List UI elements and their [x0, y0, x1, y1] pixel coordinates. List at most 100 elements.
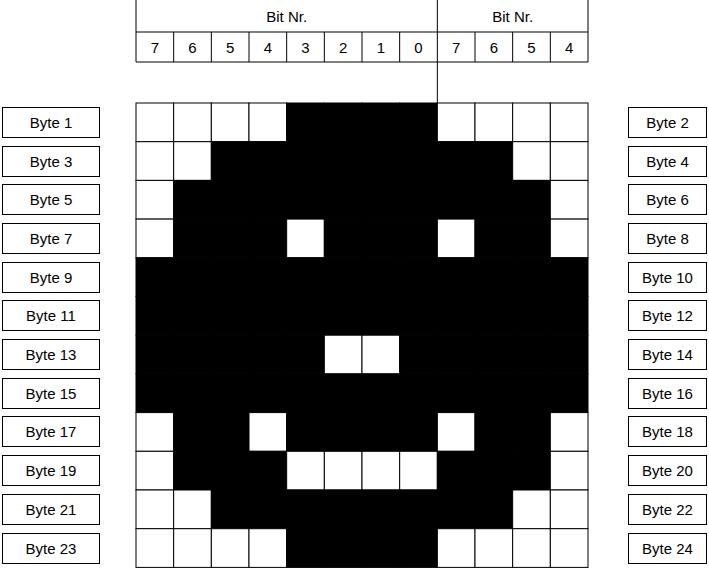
byte-label: Byte 20: [642, 463, 693, 478]
pixel-cell: [362, 529, 400, 568]
bit-number: 6: [188, 40, 196, 55]
pixel-cell: [513, 103, 551, 142]
byte-label-box: Byte 20: [628, 455, 707, 486]
pixel-cell: [324, 451, 362, 490]
pixel-cell: [400, 103, 438, 142]
pixel-cell: [211, 180, 249, 219]
pixel-cell: [174, 413, 212, 452]
pixel-cell: [249, 451, 287, 490]
byte-label-box: Byte 18: [628, 416, 707, 447]
byte-label: Byte 1: [30, 115, 73, 130]
pixel-cell: [437, 413, 475, 452]
header-line: [512, 32, 513, 62]
pixel-cell: [362, 142, 400, 181]
header-line: [249, 32, 250, 62]
pixel-cell: [437, 103, 475, 142]
pixel-cell: [287, 258, 325, 297]
bit-number: 5: [527, 40, 535, 55]
pixel-cell: [362, 490, 400, 529]
pixel-cell: [475, 490, 513, 529]
byte-label: Byte 19: [26, 463, 77, 478]
byte-label-box: Byte 21: [2, 494, 100, 525]
pixel-cell: [324, 529, 362, 568]
pixel-cell: [475, 413, 513, 452]
pixel-cell: [513, 335, 551, 374]
pixel-cell: [211, 103, 249, 142]
byte-label-box: Byte 4: [628, 146, 707, 177]
pixel-cell: [287, 490, 325, 529]
pixel-cell: [324, 142, 362, 181]
pixel-cell: [211, 258, 249, 297]
pixel-cell: [513, 297, 551, 336]
byte-label: Byte 8: [646, 231, 689, 246]
pixel-cell: [437, 529, 475, 568]
header-line: [437, 0, 438, 103]
pixel-cell: [211, 297, 249, 336]
byte-label-box: Byte 11: [2, 300, 100, 331]
pixel-cell: [550, 490, 588, 529]
byte-label: Byte 12: [642, 308, 693, 323]
pixel-cell: [362, 219, 400, 258]
pixel-cell: [362, 451, 400, 490]
pixel-cell: [249, 374, 287, 413]
pixel-cell: [437, 335, 475, 374]
byte-label-box: Byte 6: [628, 184, 707, 215]
byte-label: Byte 16: [642, 386, 693, 401]
pixel-cell: [475, 335, 513, 374]
pixel-cell: [324, 180, 362, 219]
pixel-cell: [174, 180, 212, 219]
byte-label: Byte 5: [30, 192, 73, 207]
pixel-cell: [513, 180, 551, 219]
pixel-cell: [174, 529, 212, 568]
pixel-cell: [211, 219, 249, 258]
pixel-cell: [400, 490, 438, 529]
byte-label: Byte 14: [642, 347, 693, 362]
header-line: [362, 32, 363, 62]
byte-label: Byte 13: [26, 347, 77, 362]
byte-label: Byte 9: [30, 270, 73, 285]
pixel-cell: [249, 180, 287, 219]
pixel-cell: [211, 529, 249, 568]
pixel-cell: [475, 374, 513, 413]
pixel-cell: [287, 374, 325, 413]
byte-label-box: Byte 24: [628, 533, 707, 564]
pixel-cell: [400, 335, 438, 374]
byte-label: Byte 24: [642, 541, 693, 556]
pixel-cell: [136, 297, 174, 336]
pixel-cell: [287, 180, 325, 219]
byte-label-box: Byte 16: [628, 378, 707, 409]
pixel-cell: [249, 258, 287, 297]
byte-label: Byte 2: [646, 115, 689, 130]
header-title: Bit Nr.: [266, 9, 307, 24]
pixel-cell: [513, 374, 551, 413]
pixel-cell: [550, 103, 588, 142]
pixel-cell: [136, 529, 174, 568]
bit-number: 7: [151, 40, 159, 55]
pixel-cell: [362, 180, 400, 219]
pixel-cell: [211, 142, 249, 181]
pixel-cell: [550, 297, 588, 336]
byte-label-box: Byte 17: [2, 416, 100, 447]
header-line: [136, 0, 137, 62]
byte-label: Byte 22: [642, 502, 693, 517]
byte-label-box: Byte 19: [2, 455, 100, 486]
pixel-cell: [513, 413, 551, 452]
bit-number: 6: [490, 40, 498, 55]
pixel-cell: [287, 219, 325, 258]
pixel-cell: [550, 142, 588, 181]
pixel-cell: [211, 374, 249, 413]
pixel-cell: [475, 180, 513, 219]
pixel-cell: [136, 219, 174, 258]
bit-number: 3: [301, 40, 309, 55]
pixel-cell: [136, 335, 174, 374]
header-line: [324, 32, 325, 62]
pixel-cell: [287, 413, 325, 452]
byte-label: Byte 21: [26, 502, 77, 517]
pixel-cell: [136, 451, 174, 490]
pixel-cell: [324, 374, 362, 413]
pixel-cell: [174, 103, 212, 142]
header-line: [475, 32, 476, 62]
pixel-cell: [249, 219, 287, 258]
pixel-cell: [513, 258, 551, 297]
